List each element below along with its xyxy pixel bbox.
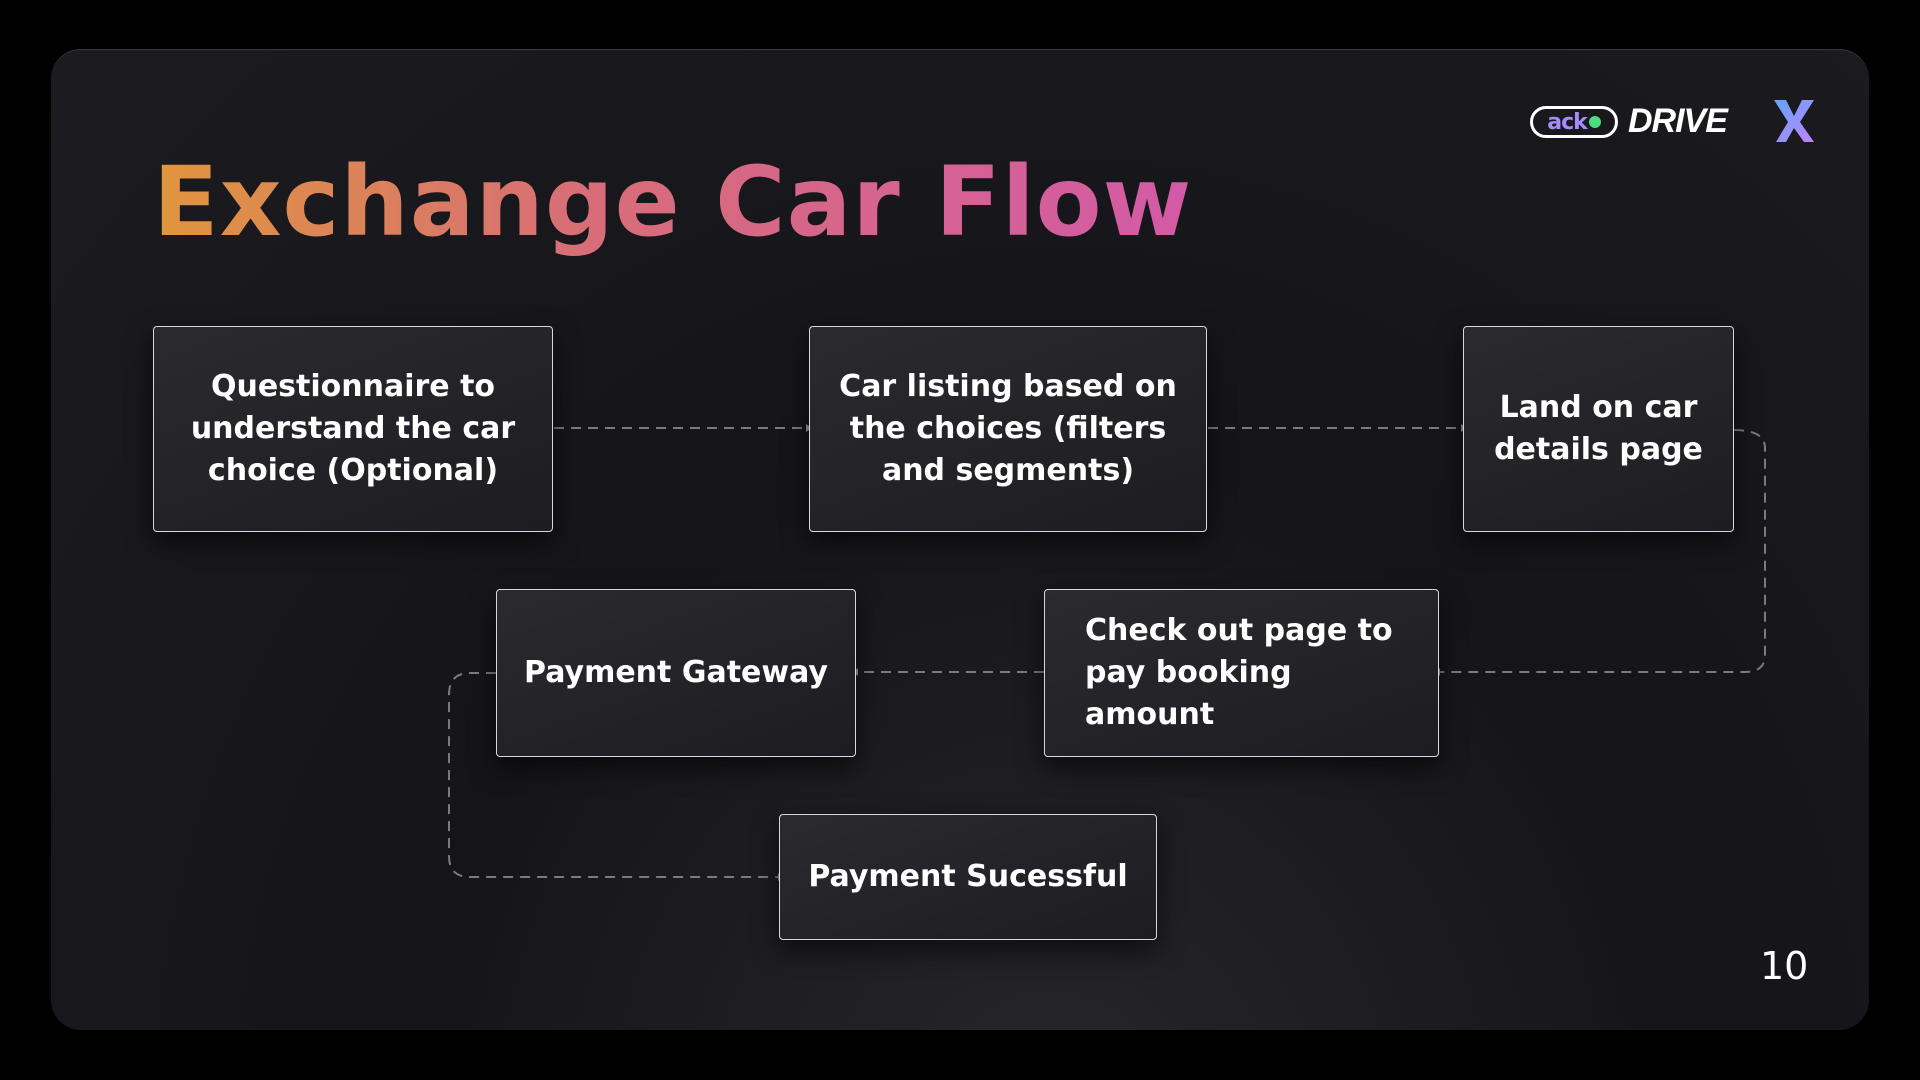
drive-logo: DRIVE: [1628, 101, 1728, 140]
flow-step-label: Car listing based on the choices (filter…: [839, 369, 1177, 488]
page-number: 10: [1760, 944, 1809, 988]
flow-step-label: Land on car details page: [1494, 390, 1703, 467]
slide-title: Exchange Car Flow: [153, 146, 1193, 258]
flow-step-label: Check out page to pay booking amount: [1085, 613, 1393, 732]
flow-step-car-details: Land on car details page: [1463, 326, 1734, 532]
flow-step-car-listing: Car listing based on the choices (filter…: [809, 326, 1207, 532]
brand-x-icon: [1770, 98, 1818, 144]
flow-step-label: Questionnaire to understand the car choi…: [190, 369, 516, 488]
flow-step-payment-gateway: Payment Gateway: [496, 589, 856, 757]
flow-step-label: Payment Gateway: [524, 655, 828, 690]
flow-step-questionnaire: Questionnaire to understand the car choi…: [153, 326, 553, 532]
flow-step-checkout: Check out page to pay booking amount: [1044, 589, 1439, 757]
acko-logo: ack: [1530, 106, 1618, 138]
flow-step-label: Payment Sucessful: [808, 859, 1128, 894]
acko-logo-dot: [1588, 116, 1601, 128]
acko-logo-text: ack: [1547, 109, 1588, 135]
flow-step-payment-successful: Payment Sucessful: [779, 814, 1157, 940]
